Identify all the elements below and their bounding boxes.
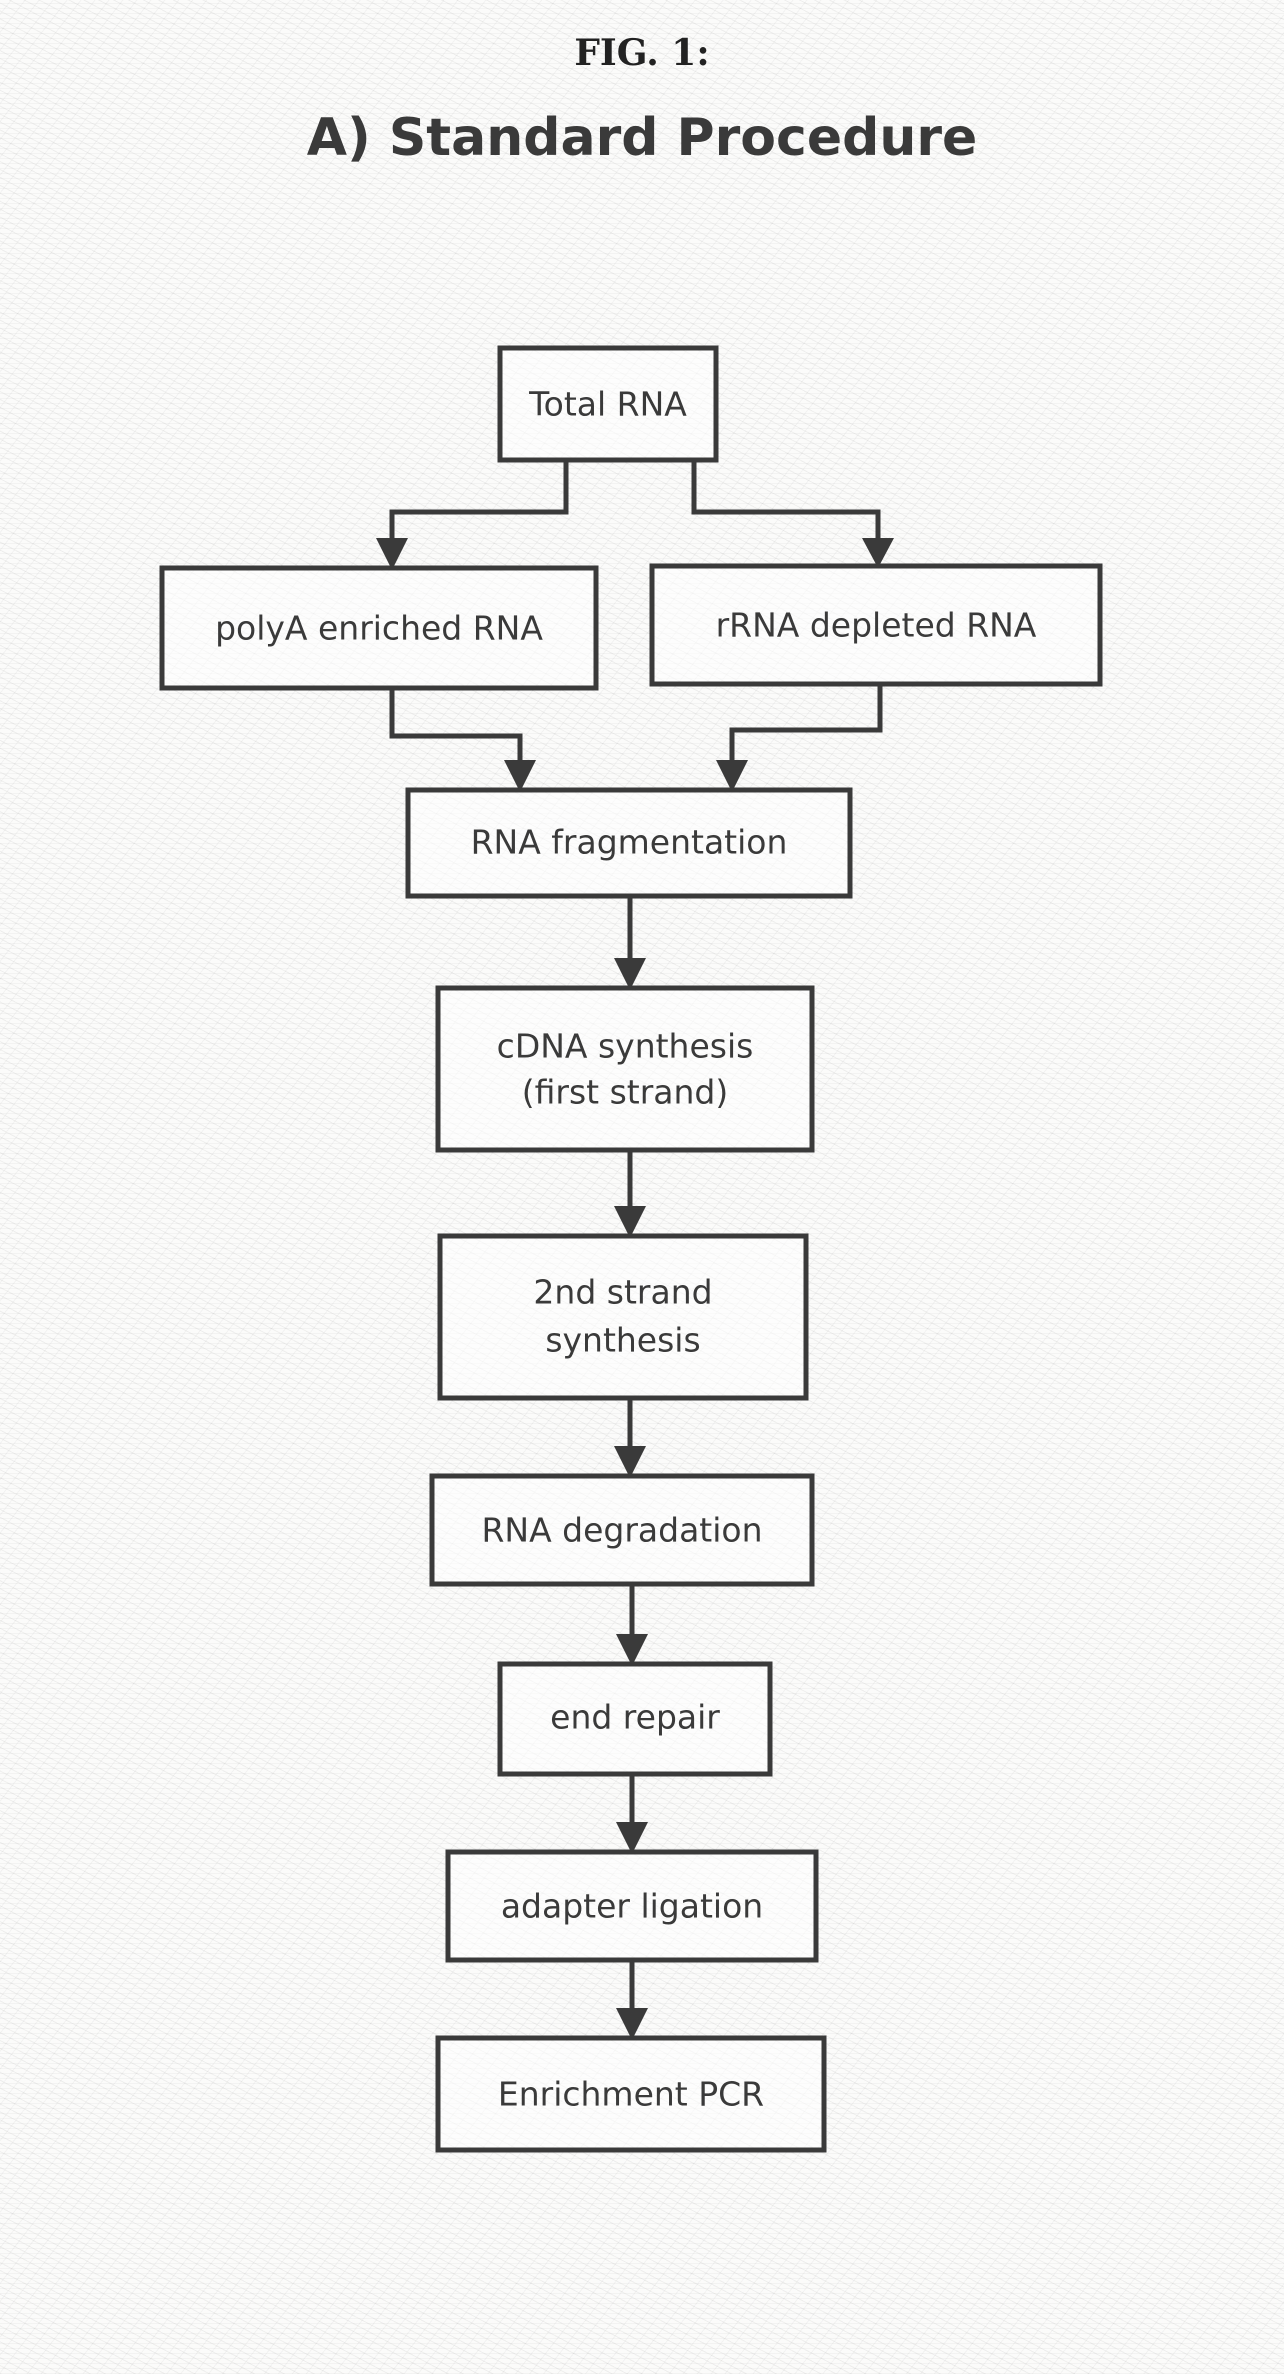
connector-polya-to-fragmentation — [392, 688, 536, 792]
node-rna-fragmentation-label: RNA fragmentation — [471, 823, 788, 862]
node-adapter-ligation-label: adapter ligation — [501, 1887, 763, 1926]
node-second-strand-line2: synthesis — [545, 1321, 700, 1360]
connector-fragmentation-to-cdna — [614, 896, 646, 990]
connector-second-strand-to-degradation — [614, 1398, 646, 1478]
node-rrna-depleted-label: rRNA depleted RNA — [716, 606, 1037, 645]
node-adapter-ligation: adapter ligation — [448, 1852, 816, 1960]
node-enrichment-pcr: Enrichment PCR — [438, 2038, 824, 2150]
node-rna-fragmentation: RNA fragmentation — [408, 790, 850, 896]
connector-total-to-polya — [376, 460, 566, 570]
node-rna-degradation-label: RNA degradation — [481, 1511, 762, 1550]
connector-degradation-to-end-repair — [616, 1584, 648, 1666]
node-polya-enriched-label: polyA enriched RNA — [215, 609, 543, 648]
connector-total-to-rrna — [694, 460, 894, 568]
node-second-strand-synthesis: 2nd strand synthesis — [440, 1236, 806, 1398]
connector-rrna-to-fragmentation — [716, 684, 880, 792]
node-total-rna-label: Total RNA — [528, 385, 687, 424]
node-second-strand-line1: 2nd strand — [533, 1273, 712, 1312]
node-polya-enriched-rna: polyA enriched RNA — [162, 568, 596, 688]
node-cdna-synthesis-line1: cDNA synthesis — [497, 1027, 754, 1066]
node-rna-degradation: RNA degradation — [432, 1476, 812, 1584]
connector-cdna-to-second-strand — [614, 1150, 646, 1238]
connector-adapter-to-enrichment — [616, 1960, 648, 2040]
connector-end-repair-to-adapter — [616, 1774, 648, 1854]
node-rrna-depleted-rna: rRNA depleted RNA — [652, 566, 1100, 684]
node-cdna-synthesis: cDNA synthesis (first strand) — [438, 988, 812, 1150]
node-total-rna: Total RNA — [500, 348, 716, 460]
node-enrichment-pcr-label: Enrichment PCR — [498, 2075, 764, 2114]
node-end-repair: end repair — [500, 1664, 770, 1774]
node-end-repair-label: end repair — [550, 1698, 720, 1737]
node-cdna-synthesis-line2: (first strand) — [522, 1073, 729, 1112]
